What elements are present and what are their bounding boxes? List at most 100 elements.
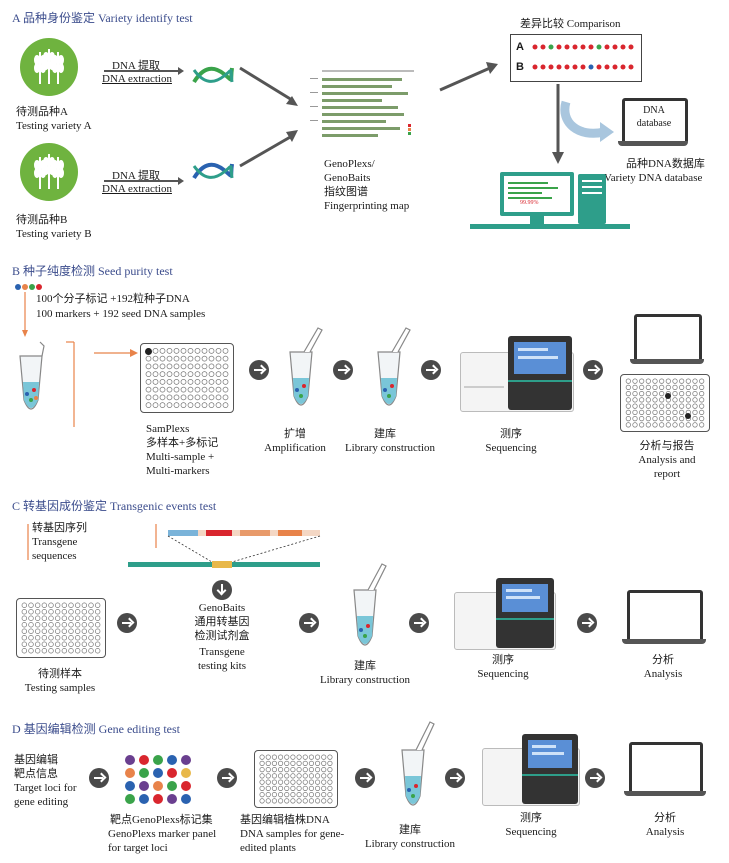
section-d-title: D 基因编辑检测 Gene editing test: [12, 722, 180, 736]
library-label-cn-b: 建库: [374, 428, 396, 440]
step-arrow-b3: [421, 360, 441, 380]
fingerprint-label-3: 指纹图谱: [324, 186, 368, 198]
edited-plants-plate: [254, 750, 338, 808]
samplexs-label-4: Multi-markers: [146, 465, 210, 477]
transgene-construct: [128, 530, 321, 568]
plants-label-3: edited plants: [240, 842, 296, 854]
db-label-en: Variety DNA database: [604, 172, 703, 184]
panel-label-1: 靶点GenoPlexs标记集: [110, 814, 213, 826]
step-arrow-d1: [89, 768, 109, 788]
testing-samples-label-cn: 待测样本: [38, 668, 82, 680]
wheat-icon-a: [20, 38, 78, 96]
sequencing-label-cn-b: 测序: [500, 428, 522, 440]
orange-bracket-b: [22, 292, 75, 427]
library-label-cn-d: 建库: [399, 824, 421, 836]
report-label-2: Analysis and: [638, 454, 696, 466]
step-arrow-b2: [333, 360, 353, 380]
analysis-laptop-b: [630, 314, 704, 366]
library-tube-icon-b: [377, 327, 411, 406]
library-tube-icon-c: [353, 563, 387, 646]
sequencing-label-en-b: Sequencing: [485, 442, 537, 454]
kit-label-5: testing kits: [198, 660, 246, 672]
analysis-label-en-d: Analysis: [645, 826, 685, 838]
testing-samples-plate: [16, 598, 106, 658]
panel-label-3: for target loci: [108, 842, 168, 854]
step-arrow-d3: [355, 768, 375, 788]
section-c-title: C 转基因成份鉴定 Transgenic events test: [12, 499, 217, 513]
arrow-extract-b: [104, 177, 184, 185]
transgene-label-1: 转基因序列: [32, 522, 87, 534]
sequencer-icon-c: [454, 578, 556, 650]
comparison-box: A B: [510, 34, 642, 82]
comparison-row-b-label: B: [516, 61, 524, 73]
variety-a-label-en: Testing variety A: [16, 120, 92, 132]
comparison-title: 差异比较 Comparison: [520, 18, 621, 30]
sequencing-label-cn-d: 测序: [520, 812, 542, 824]
down-arrow-c: [212, 580, 232, 600]
analysis-laptop-c: [622, 590, 706, 646]
analysis-label-cn-d: 分析: [654, 812, 676, 824]
marker-dots-icon: [15, 284, 42, 290]
database-label-1: DNA: [643, 105, 665, 116]
comparison-dots: [532, 44, 634, 70]
database-laptop: DNA database: [618, 98, 688, 150]
analysis-laptop-d: [624, 742, 706, 798]
fingerprint-label-2: GenoBaits: [324, 172, 371, 184]
dna-extract-b-cn: DNA 提取: [112, 170, 160, 182]
db-label-cn: 品种DNA数据库: [626, 158, 705, 170]
sequencing-label-en-d: Sequencing: [505, 826, 557, 838]
report-label-3: report: [653, 468, 681, 480]
loci-label-2: 靶点信息: [14, 768, 58, 780]
kit-label-2: 通用转基因: [194, 616, 250, 628]
arrow-to-comparison: [439, 62, 498, 92]
step-arrow-c1: [117, 613, 137, 633]
step-arrow-c3: [409, 613, 429, 633]
samplexs-label-2: 多样本+多标记: [146, 437, 219, 449]
sequencer-icon-d: [482, 734, 580, 806]
step-arrow-b1: [249, 360, 269, 380]
analysis-label-en-c: Analysis: [643, 668, 683, 680]
result-plate: [620, 374, 710, 432]
fingerprint-label-1: GenoPlexs/: [324, 158, 375, 170]
markers-label-cn: 100个分子标记 +192粒种子DNA: [36, 293, 190, 305]
step-arrow-d5: [585, 768, 605, 788]
loci-label-1: 基因编辑: [14, 754, 58, 766]
match-percentage: 99.99%: [520, 200, 539, 206]
dna-extract-a-cn: DNA 提取: [112, 60, 160, 72]
arrow-to-fingerprint-b: [239, 130, 298, 168]
variety-a-label-cn: 待测品种A: [16, 106, 68, 118]
library-label-cn-c: 建库: [354, 660, 376, 672]
arrow-to-computer: [552, 84, 564, 164]
orange-arrow-b: [94, 349, 138, 357]
dna-helix-icon-b: [192, 162, 234, 180]
kit-label-1: GenoBaits: [198, 602, 246, 614]
database-label-2: database: [636, 118, 672, 129]
section-a-title: A 品种身份鉴定 Variety identify test: [12, 11, 193, 25]
fingerprint-label-4: Fingerprinting map: [324, 200, 410, 212]
fingerprint-map: [308, 68, 418, 146]
step-arrow-d2: [217, 768, 237, 788]
samplexs-plate: [140, 343, 234, 413]
library-label-en-d: Library construction: [364, 838, 456, 850]
wheat-icon-b: [20, 143, 78, 201]
amplification-label-en: Amplification: [264, 442, 326, 454]
samplexs-label-3: Multi-sample +: [146, 451, 215, 463]
analysis-label-cn-c: 分析: [652, 654, 674, 666]
variety-b-label-en: Testing variety B: [16, 228, 92, 240]
orange-bracket-c: [27, 524, 157, 560]
arrow-extract-a: [104, 67, 184, 75]
library-label-en-b: Library construction: [344, 442, 436, 454]
markers-label-en: 100 markers + 192 seed DNA samples: [36, 308, 206, 320]
testing-samples-label-en: Testing samples: [24, 682, 96, 694]
curved-arrow-icon: [560, 100, 614, 142]
loci-label-3: Target loci for: [14, 782, 77, 794]
marker-panel-icon: [125, 755, 191, 804]
sequencing-label-en-c: Sequencing: [477, 668, 529, 680]
library-label-en-c: Library construction: [319, 674, 411, 686]
plants-label-1: 基因编辑植株DNA: [240, 814, 330, 826]
kit-label-3: 检测试剂盒: [194, 630, 250, 642]
kit-label-4: Transgene: [199, 646, 245, 658]
sequencer-icon-b: [460, 336, 574, 412]
section-b-title: B 种子纯度检测 Seed purity test: [12, 264, 173, 278]
sample-tube-icon-b: [19, 341, 45, 410]
